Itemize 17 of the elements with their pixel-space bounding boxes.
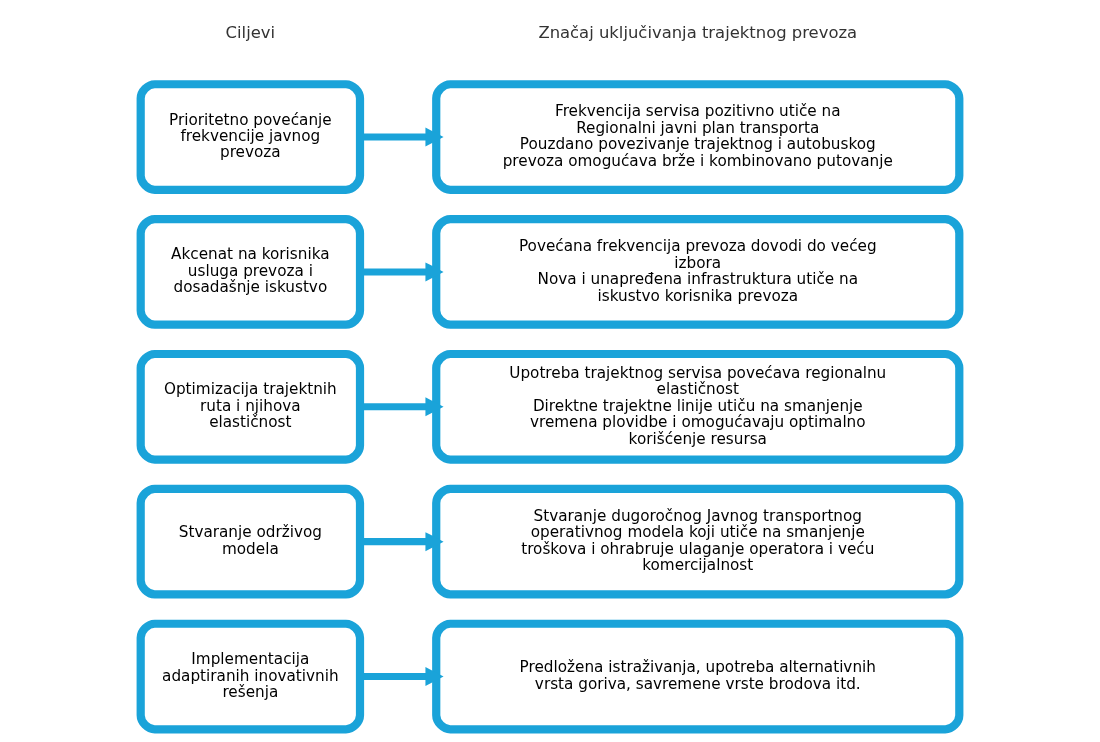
arrow [360, 397, 444, 417]
label: Ciljevi [225, 23, 276, 43]
node-box: Implementacija adaptiranih inovativnih rešenja [136, 619, 365, 734]
node-box: Upotreba trajektnog servisa povećava regionalnu elastičnost Direktne trajektne linije utiču na smanjenje vremena plovidbe i omogućavaju optimalno korišćenje resursa [432, 349, 964, 464]
node-box: Stvaranje dugoročnog Javnog transportnog operativnog modela koji utiče na smanjenje troškova i ohrabruje ulaganje operatora i veću komercijalnost [432, 484, 964, 599]
node-box: Povećana frekvencija prevoza dovodi do većeg izbora Nova i unapređena infrastruktura utiče na iskustvo korisnika prevoza [432, 215, 964, 329]
node-box: Frekvencija servisa pozitivno utiče na Regionalni javni plan transporta Pouzdano povezivanje trajektnog i autobuskog prevoza omogućava brže i kombinovano putovanje [432, 80, 964, 194]
arrow [360, 667, 444, 687]
node-box: Prioritetno povećanje frekvencije javnog prevoza [136, 80, 365, 194]
node-box: Stvaranje održivog modela [136, 484, 365, 599]
node-box: Predložena istraživanja, upotreba alternativnih vrsta goriva, savremene vrste brodova itd. [432, 619, 964, 734]
arrow [360, 532, 444, 552]
node-box: Optimizacija trajektnih ruta i njihova elastičnost [136, 349, 365, 464]
arrow [360, 262, 444, 282]
node-box: Akcenat na korisnika usluga prevoza i dosadašnje iskustvo [136, 215, 365, 329]
label: Značaj uključivanja trajektnog prevoza [538, 23, 858, 43]
arrow [360, 127, 444, 147]
